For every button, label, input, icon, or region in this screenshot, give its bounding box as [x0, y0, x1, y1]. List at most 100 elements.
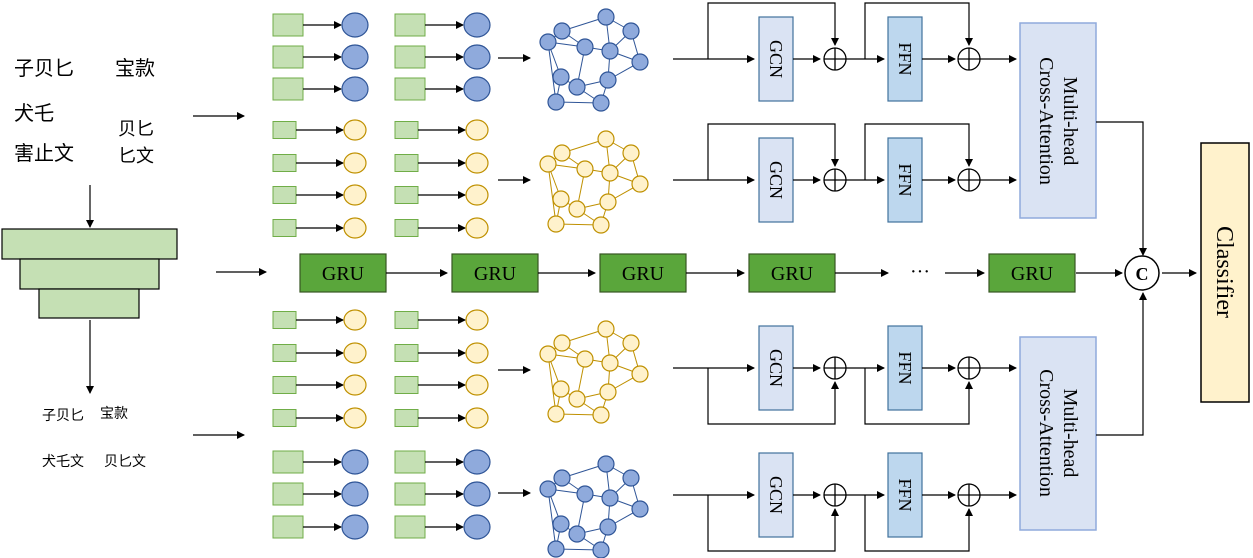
- graph-node: [343, 309, 367, 331]
- branch-bottom-yellow: GCN FFN: [673, 325, 1017, 425]
- gcn-box: [758, 137, 794, 223]
- graph-edge: [547, 163, 557, 225]
- graph-node: [463, 449, 491, 475]
- gcn-label: GCN: [766, 349, 786, 387]
- residual-connector: [707, 2, 839, 59]
- ffn-label: FFN: [895, 351, 915, 384]
- graph-node: [622, 469, 640, 487]
- feature-token: [394, 409, 419, 427]
- concat-label: C: [1136, 264, 1149, 284]
- graph-node: [599, 193, 617, 211]
- graph-node: [622, 334, 640, 352]
- feature-token: [394, 376, 419, 394]
- classifier-box: Classifier: [1200, 142, 1250, 403]
- glyph-bottom-1: 子贝匕: [42, 408, 84, 424]
- graph-node: [539, 345, 557, 363]
- feature-token: [272, 344, 297, 362]
- graph-node: [601, 42, 619, 60]
- feature-token: [272, 154, 297, 172]
- graph-bottom-blue: [539, 455, 649, 558]
- glyph-bottom-3: 宝款: [100, 406, 128, 422]
- graph-node: [597, 130, 615, 148]
- gru-label: GRU: [1011, 263, 1054, 285]
- graph-node: [539, 33, 557, 51]
- gcn-label: GCN: [766, 161, 786, 199]
- residual-connector: [707, 368, 839, 425]
- graph-node: [539, 155, 557, 173]
- graph-edge: [547, 41, 557, 103]
- attention-label-top-2: Cross-Attention: [1035, 57, 1057, 185]
- graph-node: [552, 515, 570, 533]
- graph-node: [631, 365, 649, 383]
- graph-node: [568, 200, 586, 218]
- feature-token: [272, 45, 304, 69]
- graph-node: [592, 94, 610, 112]
- glyph-top-5: 贝匕: [118, 119, 154, 139]
- residual-connector: [707, 495, 839, 552]
- concat-and-classifier: [1076, 121, 1197, 436]
- glyph-top-1: 子贝匕: [14, 57, 74, 80]
- feature-token: [394, 344, 419, 362]
- attention-label-bottom-1: Multi-head: [1059, 389, 1081, 478]
- graph-node: [576, 350, 594, 368]
- graph-node: [592, 216, 610, 234]
- graph-node: [547, 215, 565, 233]
- classifier-label: Classifier: [1211, 226, 1237, 318]
- graph-node: [465, 407, 489, 429]
- graph-node: [552, 380, 570, 398]
- graph-top-blue: [539, 8, 649, 112]
- graph-node: [343, 217, 367, 239]
- feature-token: [394, 482, 426, 506]
- gru-cell: [451, 253, 539, 293]
- feature-token: [272, 77, 304, 101]
- graph-node: [592, 541, 610, 558]
- gru-cell: [988, 253, 1076, 293]
- gcn-label: GCN: [766, 476, 786, 514]
- graph-node: [341, 12, 369, 38]
- graph-node: [463, 514, 491, 540]
- graph-node: [463, 76, 491, 102]
- graph-node: [568, 390, 586, 408]
- residual-connector: [864, 2, 973, 59]
- gru-label: GRU: [322, 263, 365, 285]
- glyph-bottom-2: 犬乇文: [42, 454, 84, 470]
- input-glyph-image-bottom: 子贝匕 犬乇文 宝款 贝匕文: [42, 406, 146, 470]
- graph-node: [465, 309, 489, 331]
- graph-node: [343, 407, 367, 429]
- gru-label: GRU: [622, 263, 665, 285]
- graph-node: [552, 190, 570, 208]
- graph-node: [341, 481, 369, 507]
- graph-node: [341, 449, 369, 475]
- gru-label: GRU: [771, 263, 814, 285]
- input-glyph-image-top: 子贝匕 犬乇 害止文 宝款 贝匕 匕文: [14, 57, 155, 166]
- residual-connector: [707, 123, 839, 180]
- graph-node: [343, 342, 367, 364]
- feature-token: [394, 450, 426, 474]
- residual-connector: [864, 368, 973, 425]
- graph-node: [463, 12, 491, 38]
- concat-circle: [1124, 255, 1160, 291]
- graph-node: [465, 217, 489, 239]
- feature-token: [272, 515, 304, 539]
- graph-node: [568, 525, 586, 543]
- glyph-top-2: 犬乇: [14, 102, 54, 125]
- glyph-top-4: 宝款: [115, 57, 155, 80]
- ffn-box: [887, 137, 923, 223]
- graph-node: [343, 152, 367, 174]
- left-arrows: [86, 112, 267, 439]
- cross-attention-top: Multi-head Cross-Attention: [1019, 22, 1097, 219]
- graph-node: [601, 164, 619, 182]
- ffn-box: [887, 325, 923, 411]
- cross-attention-bottom: Multi-head Cross-Attention: [1019, 336, 1097, 531]
- graph-node: [576, 38, 594, 56]
- ffn-label: FFN: [895, 42, 915, 75]
- graph-top-yellow: [539, 130, 649, 234]
- attention-label-bottom-2: Cross-Attention: [1035, 369, 1057, 497]
- feature-token: [394, 77, 426, 101]
- feature-token: [394, 311, 419, 329]
- graph-bottom-yellow: [539, 320, 649, 424]
